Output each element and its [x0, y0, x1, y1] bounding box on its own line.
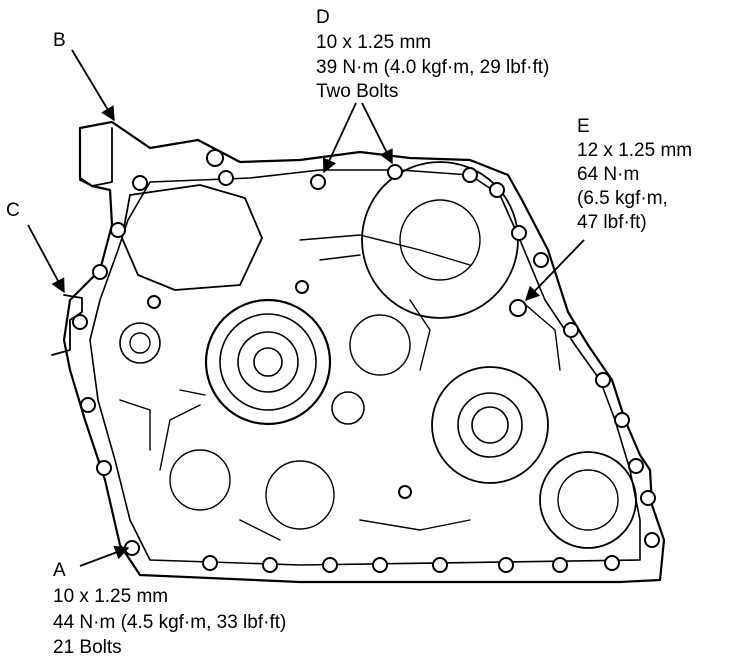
callout-e-torque-lbf: 47 lbf·ft): [577, 212, 647, 233]
callout-e-torque-kgf: (6.5 kgf·m,: [577, 188, 668, 209]
leader-c: [27, 224, 65, 294]
callout-e-letter: E: [577, 116, 590, 137]
leader-e: [524, 239, 585, 302]
callout-c-letter: C: [6, 200, 20, 221]
main-shaft-bore: [204, 298, 332, 426]
callout-a-letter: A: [53, 560, 66, 581]
leader-d1: [322, 102, 357, 174]
countershaft-bore: [431, 366, 549, 484]
callout-d-quantity: Two Bolts: [316, 81, 399, 102]
callout-b-letter: B: [53, 30, 66, 51]
leader-b: [71, 49, 115, 122]
callout-a-size: 10 x 1.25 mm: [53, 586, 169, 607]
callout-a-quantity: 21 Bolts: [53, 637, 122, 658]
leader-a: [79, 545, 130, 567]
callout-a-torque: 44 N·m (4.5 kgf·m, 33 lbf·ft): [53, 612, 287, 633]
leader-d2: [361, 102, 393, 165]
callout-e-torque: 64 N·m: [577, 164, 640, 185]
differential-bore: [539, 451, 637, 549]
callout-d-size: 10 x 1.25 mm: [316, 32, 432, 53]
callout-d-torque: 39 N·m (4.0 kgf·m, 29 lbf·ft): [316, 57, 550, 78]
case-outline: [62, 120, 666, 584]
callout-d-letter: D: [316, 7, 330, 28]
callout-e-size: 12 x 1.25 mm: [577, 140, 693, 161]
case-inner-contour: [89, 169, 641, 566]
valve-body: [121, 184, 263, 291]
